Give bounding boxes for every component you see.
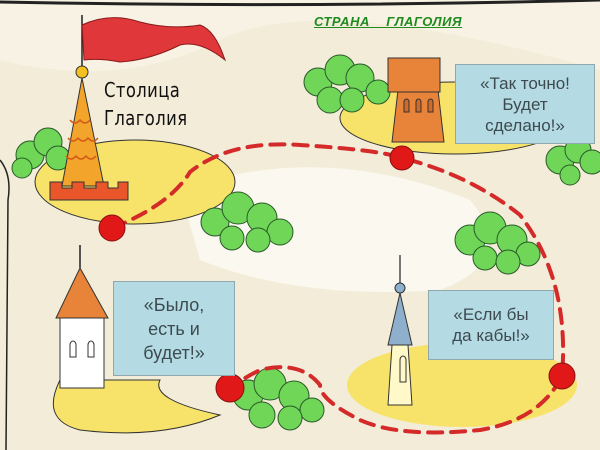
quote-bubble-blue-spire: «Если бы да кабы!» (428, 290, 554, 360)
quote-bubble-brick-tower: «Так точно! Будет сделано!» (455, 64, 595, 144)
blue-spire-island (347, 255, 577, 427)
quote-text: «Если бы да кабы!» (452, 305, 530, 345)
map-title: СТРАНА ГЛАГОЛИЯ (314, 14, 462, 29)
middle-bushes (200, 191, 541, 431)
white-tower-island (52, 245, 222, 434)
quote-text: «Было, есть и будет!» (143, 294, 205, 363)
quote-text: «Так точно! Будет сделано!» (480, 73, 570, 135)
route-point-white-tower (215, 373, 245, 403)
route-point-blue-spire (548, 362, 576, 390)
route-point-capital (98, 214, 126, 242)
quote-bubble-white-tower: «Было, есть и будет!» (113, 281, 235, 376)
capital-island (11, 15, 236, 225)
capital-label: Столица Глаголия (104, 76, 211, 132)
capital-label-line2: Глаголия (104, 106, 188, 130)
route-point-brick-tower (389, 145, 415, 171)
route-path (110, 142, 566, 435)
capital-label-line1: Столица (104, 78, 181, 102)
